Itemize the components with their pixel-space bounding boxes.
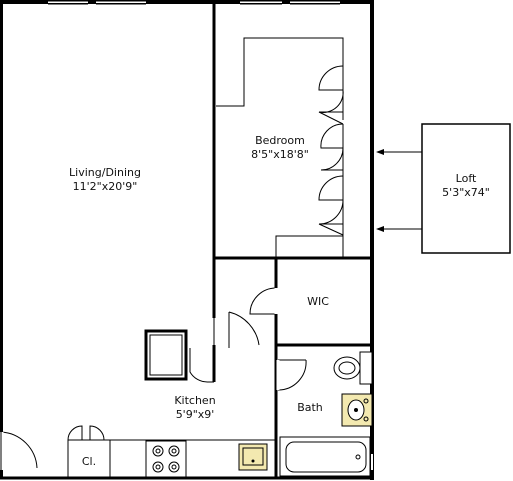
closet-name: Cl. bbox=[81, 455, 97, 468]
refrigerator bbox=[144, 329, 214, 383]
living-dining-label: Living/Dining 11'2"x20'9" bbox=[55, 166, 155, 194]
bathtub bbox=[279, 436, 371, 477]
kitchen-counter bbox=[109, 439, 276, 478]
bath-name: Bath bbox=[297, 401, 323, 414]
bedroom-name: Bedroom bbox=[255, 134, 305, 147]
wic-name: WIC bbox=[307, 295, 329, 308]
loft-name: Loft bbox=[455, 172, 477, 185]
wic-label: WIC bbox=[296, 295, 340, 309]
kitchen-sink bbox=[238, 443, 268, 471]
loft-label: Loft 5'3"x74" bbox=[422, 172, 510, 200]
loft-dims: 5'3"x74" bbox=[442, 186, 490, 199]
closet-label: Cl. bbox=[74, 455, 104, 469]
toilet bbox=[333, 351, 373, 385]
loft bbox=[376, 123, 511, 254]
bath-door bbox=[276, 359, 307, 391]
kitchen-name: Kitchen bbox=[174, 394, 216, 407]
stove bbox=[145, 440, 187, 478]
entry-door bbox=[0, 431, 38, 470]
bedroom-label: Bedroom 8'5"x18'8" bbox=[230, 134, 330, 162]
coat-closet bbox=[67, 425, 110, 478]
kitchen-door bbox=[228, 311, 260, 348]
living-dining-dims: 11'2"x20'9" bbox=[72, 180, 138, 193]
kitchen-label: Kitchen 5'9"x9' bbox=[150, 394, 240, 422]
living-dining-name: Living/Dining bbox=[69, 166, 141, 179]
bath-label: Bath bbox=[288, 401, 332, 415]
bedroom-dims: 8'5"x18'8" bbox=[251, 148, 309, 161]
windows bbox=[48, 1, 373, 470]
closet-doors bbox=[318, 65, 344, 236]
kitchen-dims: 5'9"x9' bbox=[175, 408, 215, 421]
wic-door bbox=[249, 287, 278, 315]
bedroom-closet-outline bbox=[216, 37, 344, 258]
bath-sink bbox=[341, 393, 373, 427]
